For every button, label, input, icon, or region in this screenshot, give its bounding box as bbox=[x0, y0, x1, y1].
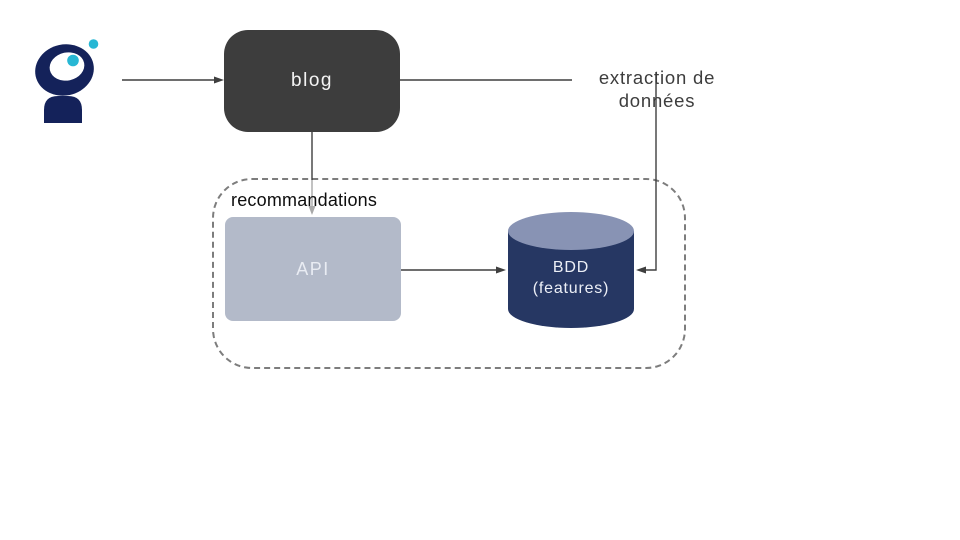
node-bdd-label: BDD (features) bbox=[508, 257, 634, 299]
brand-logo-icon bbox=[35, 39, 99, 123]
node-api: API bbox=[225, 217, 401, 321]
edge-label-extraction: extraction de données bbox=[567, 66, 747, 112]
node-bdd-label-line2: (features) bbox=[532, 280, 610, 297]
database-cylinder-icon bbox=[508, 212, 634, 328]
edge-label-extraction-line2: données bbox=[618, 90, 696, 111]
group-recommandations-border bbox=[212, 178, 686, 369]
node-blog-label: blog bbox=[291, 70, 333, 91]
edge-extraction-to-bdd bbox=[636, 72, 657, 274]
edge-logo-to-blog bbox=[122, 76, 224, 84]
node-blog: blog bbox=[224, 30, 400, 132]
edge-blog-to-api bbox=[308, 132, 316, 215]
group-recommandations-label: recommandations bbox=[231, 190, 378, 210]
edge-label-extraction-line1: extraction de bbox=[598, 67, 716, 88]
node-api-label: API bbox=[296, 258, 330, 279]
edge-api-to-bdd bbox=[401, 266, 506, 274]
node-bdd-label-line1: BDD bbox=[552, 259, 590, 276]
